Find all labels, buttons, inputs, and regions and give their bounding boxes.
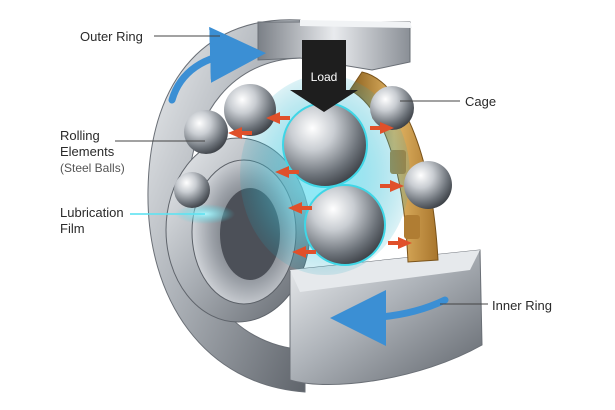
ball — [224, 84, 276, 136]
ball — [184, 110, 228, 154]
ball — [304, 184, 386, 266]
label-rolling-elements: Rolling Elements (Steel Balls) — [60, 128, 125, 176]
leader-lines — [115, 35, 488, 305]
force-arrow — [288, 202, 312, 214]
ball — [370, 86, 414, 130]
label-outer-ring-text: Outer Ring — [80, 29, 143, 44]
label-rolling-sub: (Steel Balls) — [60, 161, 125, 175]
label-lubrication-film: Lubrication Film — [60, 205, 124, 237]
label-cage-text: Cage — [465, 94, 497, 109]
label-rolling-line1: Rolling — [60, 128, 100, 143]
label-rolling-line2: Elements — [60, 144, 115, 159]
force-arrows — [228, 112, 412, 258]
rotation-arrow-inner — [330, 289, 449, 346]
force-arrow — [275, 166, 299, 178]
label-lube-line1: Lubrication — [60, 205, 124, 220]
ball — [404, 161, 452, 209]
ball — [282, 102, 368, 188]
force-arrow — [292, 246, 316, 258]
label-lube-line2: Film — [60, 221, 85, 236]
ball — [174, 172, 210, 208]
force-arrow — [388, 237, 412, 249]
load-label: Load — [310, 70, 338, 84]
load-arrow — [290, 40, 358, 112]
label-outer-ring: Outer Ring — [80, 29, 143, 45]
label-cage: Cage — [465, 94, 496, 110]
rolling-elements — [174, 84, 452, 266]
force-arrow — [370, 122, 394, 134]
force-arrow — [380, 180, 404, 192]
label-inner-ring-text: Inner Ring — [492, 298, 552, 313]
rotation-arrow-outer — [168, 26, 266, 104]
force-arrow — [266, 112, 290, 124]
force-arrow — [228, 127, 252, 139]
label-inner-ring: Inner Ring — [492, 298, 552, 314]
rotation-arrows — [168, 26, 449, 346]
